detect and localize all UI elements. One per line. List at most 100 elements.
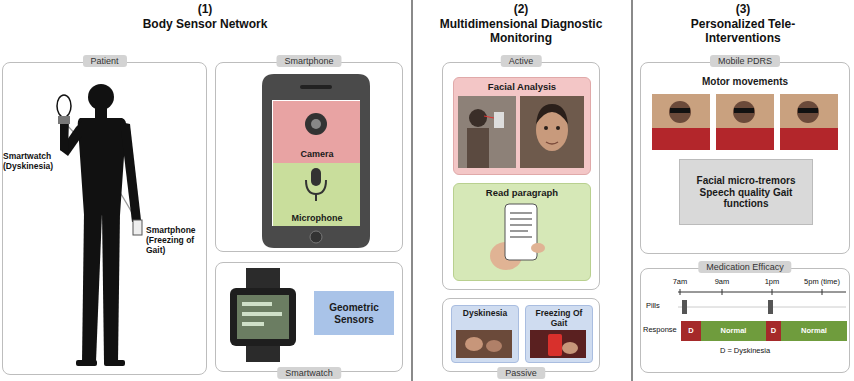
- box-text: Geometric Sensors: [316, 302, 392, 325]
- motor-movement-photos: [669, 101, 691, 123]
- intervention-panel: Mobile PDRSMotor movementsFacial micro-t…: [640, 62, 850, 254]
- facial-analysis-photo: [546, 142, 558, 144]
- patient-silhouette: [82, 213, 102, 362]
- reading-phone-photo: [531, 243, 545, 253]
- response-segment: D: [681, 321, 701, 341]
- passive-photos: [456, 330, 586, 358]
- key-note: D = Dyskinesia: [700, 347, 790, 356]
- efficacy-chart-axes: [768, 300, 773, 314]
- smartphone-drawing: [262, 74, 370, 248]
- panel-tab: Medication Efficacy: [698, 261, 791, 273]
- patient-silhouette: [120, 122, 141, 222]
- patient-silhouette: [57, 84, 142, 366]
- row-label: Pills: [646, 302, 676, 311]
- box-text: Facial Analysis: [456, 82, 588, 93]
- box-text: Motor movements: [643, 76, 847, 88]
- smartphone-drawing: [305, 113, 327, 135]
- panel-tab: Smartwatch: [277, 367, 341, 379]
- reading-phone-photo: [510, 212, 532, 214]
- patient-silhouette: [76, 360, 97, 366]
- box-text: D: [768, 327, 779, 336]
- efficacy-chart-axes: [678, 307, 846, 308]
- patient-silhouette: [57, 95, 71, 117]
- reading-phone-photo: [510, 236, 532, 238]
- motor-movement-photos: [780, 94, 838, 150]
- motor-movement-photos: [716, 94, 774, 150]
- panel-tab: Active: [501, 55, 542, 67]
- response-segment: Normal: [701, 321, 766, 341]
- facial-analysis-photo: [467, 128, 489, 168]
- column-separator: [412, 0, 632, 381]
- box-text: Freezing Of Gait: [528, 309, 590, 329]
- panel-tab: Passive: [497, 367, 545, 379]
- response-segment: D: [766, 321, 781, 341]
- reading-phone-photo: [510, 230, 528, 232]
- smartphone-drawing: [310, 231, 322, 243]
- efficacy-chart-axes: [682, 300, 687, 314]
- passive-photos: [456, 330, 512, 358]
- sensor-box: Geometric Sensors: [314, 291, 394, 335]
- box-text: Read paragraph: [456, 188, 588, 199]
- facial-analysis-photo: [458, 96, 516, 168]
- column-number: (1): [105, 3, 305, 17]
- facial-analysis-photo: [494, 112, 504, 128]
- smartwatch-photo: [242, 302, 272, 306]
- reading-phone-photo: [510, 218, 532, 220]
- box-text: Camera: [275, 149, 359, 159]
- smartwatch-photo: [230, 288, 296, 346]
- box-text: D: [683, 327, 699, 336]
- patient-silhouette: [78, 118, 126, 215]
- column-title: Multidimensional Diagnostic Monitoring: [436, 18, 606, 46]
- facial-analysis-photo: [484, 116, 494, 118]
- smartphone-drawing: [311, 119, 321, 129]
- smartphone-drawing: [300, 85, 332, 89]
- column-separator: [411, 0, 413, 381]
- motor-movement-photos: [652, 94, 838, 150]
- patient-silhouette: [102, 213, 120, 362]
- device-label: Smartphone (Freezing of Gait): [146, 226, 202, 255]
- feature-box: Facial micro-tremors Speech quality Gait…: [679, 159, 813, 225]
- passive-photos: [530, 330, 586, 358]
- panel-tab: Mobile PDRS: [710, 55, 780, 67]
- patient-silhouette: [95, 107, 107, 119]
- passive-photos: [465, 337, 483, 351]
- efficacy-chart-axes: [822, 289, 823, 295]
- passive-photos: [562, 342, 578, 354]
- facial-analysis-photo: [520, 96, 584, 168]
- efficacy-chart-axes: [678, 292, 846, 293]
- smartwatch-photo: [242, 322, 264, 326]
- patient-silhouette: [133, 220, 142, 235]
- smartphone-drawing: [262, 74, 370, 248]
- row-label: Response: [643, 326, 679, 335]
- facial-analysis-photo: [469, 109, 487, 127]
- facial-analysis-photo: [458, 96, 584, 168]
- column-separator: [631, 0, 633, 381]
- motor-movement-photos: [798, 108, 818, 113]
- reading-phone-photo: [510, 224, 532, 226]
- patient-silhouette: [88, 84, 114, 110]
- passive-photos: [486, 340, 502, 352]
- motor-movement-photos: [652, 94, 710, 150]
- time-tick: 1pm: [757, 278, 787, 287]
- smartwatch-photo: [242, 312, 282, 316]
- efficacy-chart-axes: [680, 289, 681, 295]
- passive-photos: [548, 334, 562, 356]
- motor-movement-photos: [652, 128, 710, 150]
- reading-phone-photo: [505, 204, 537, 260]
- response-segment: Normal: [781, 321, 847, 341]
- facial-analysis-photo: [544, 126, 548, 130]
- column-number: (2): [421, 3, 621, 17]
- motor-movement-photos: [733, 101, 755, 123]
- smartphone-drawing: [311, 168, 321, 186]
- efficacy-chart-axes: [772, 289, 773, 295]
- column-title: Body Sensor Network: [80, 18, 330, 32]
- motor-movement-photos: [716, 128, 774, 150]
- motor-movement-photos: [780, 128, 838, 150]
- device-label: Smartwatch (Dyskinesia): [3, 152, 57, 172]
- efficacy-chart-axes: [678, 289, 846, 314]
- box-text: Dyskinesia: [454, 309, 516, 319]
- panel-tab: Smartphone: [276, 55, 341, 67]
- facial-analysis-photo: [556, 126, 560, 130]
